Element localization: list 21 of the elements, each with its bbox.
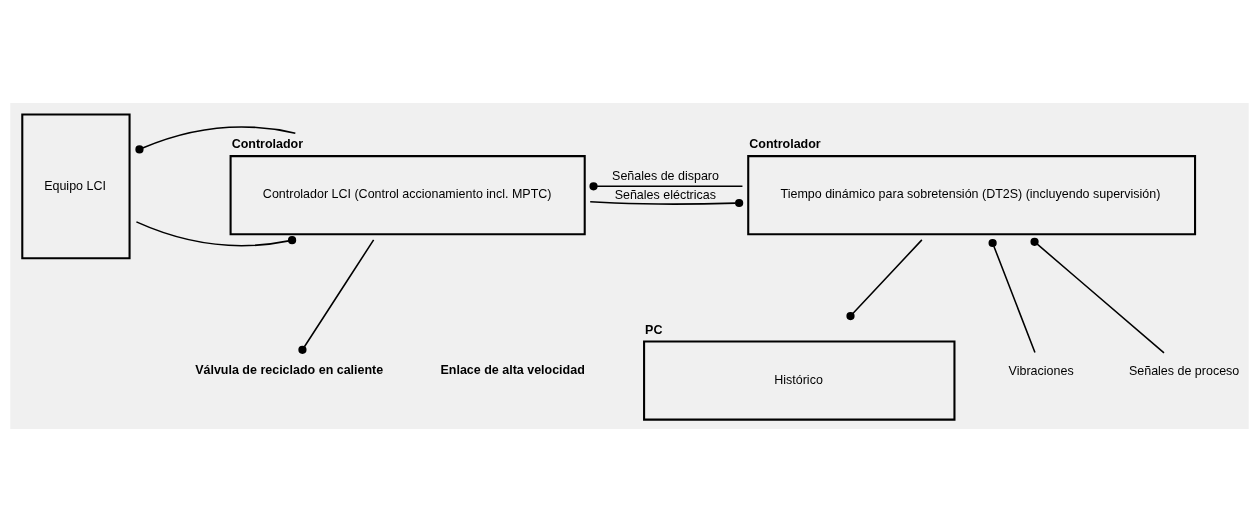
connector (1029, 237, 1165, 354)
connector (135, 220, 296, 246)
connector (588, 198, 743, 207)
node-box: Equipo LCI (20, 112, 131, 259)
node-box: Controlador LCI (Control accionamiento incl. MPTC) (229, 154, 586, 235)
connector (134, 125, 296, 153)
connector (988, 238, 1036, 353)
node-text: Vibraciones (1008, 363, 1074, 378)
label: Enlace de alta velocidad (439, 362, 585, 377)
node-label: Controlador (231, 136, 303, 151)
connector (845, 238, 923, 320)
node-label: Controlador (748, 136, 821, 151)
node-text: Señales de proceso (1128, 363, 1239, 378)
node-label: PC (644, 322, 662, 337)
node-box: Histórico (642, 339, 955, 421)
connector (297, 238, 374, 354)
node-text: Válvula de reciclado en caliente (194, 362, 383, 377)
edge-label: Señales eléctricas (614, 187, 716, 202)
edge-label: Señales de disparo (611, 168, 719, 183)
connector (588, 181, 743, 190)
node-box: Tiempo dinámico para sobretensión (DT2S) (incluyendo supervisión) (746, 154, 1196, 235)
